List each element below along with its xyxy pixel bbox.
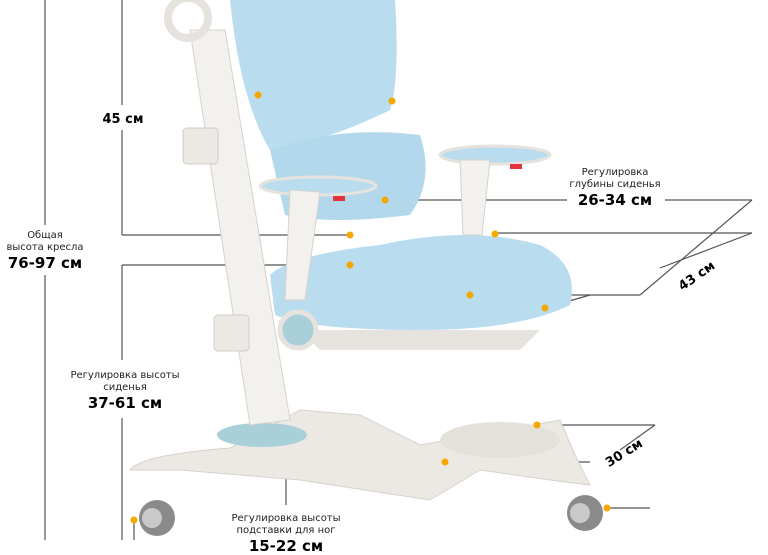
seat-height-label-2: сиденья <box>103 382 147 393</box>
footrest-height-label-2: подставки для ног <box>236 525 336 536</box>
footrest-height-annotation: Регулировка высоты подставки для ног 15-… <box>225 513 347 555</box>
chair-base <box>129 409 603 536</box>
total-height-label-1: Общая <box>27 230 63 241</box>
backrest-height-value: 45 см <box>102 112 144 127</box>
seat-depth-label-2: глубины сиденья <box>569 179 661 190</box>
armrests <box>258 144 552 301</box>
seat-depth-label-1: Регулировка <box>581 167 649 178</box>
total-height-label-2: высота кресла <box>6 242 84 253</box>
chair-column <box>164 0 291 426</box>
seat-depth-value: 26-34 см <box>577 191 653 209</box>
footrest-height-label-1: Регулировка высоты <box>231 513 341 524</box>
seat-height-annotation: Регулировка высоты сиденья 37-61 см <box>62 370 188 412</box>
measurement-markers <box>130 91 611 524</box>
seat-height-label-1: Регулировка высоты <box>70 370 180 381</box>
total-height-annotation: Общая высота кресла 76-97 см <box>2 230 88 272</box>
total-height-value: 76-97 см <box>7 254 83 272</box>
seat-height-value: 37-61 см <box>87 394 163 412</box>
chair-product-illustration <box>44 0 753 540</box>
seat <box>270 235 572 351</box>
seat-depth-annotation: Регулировка глубины сиденья 26-34 см <box>555 167 675 209</box>
